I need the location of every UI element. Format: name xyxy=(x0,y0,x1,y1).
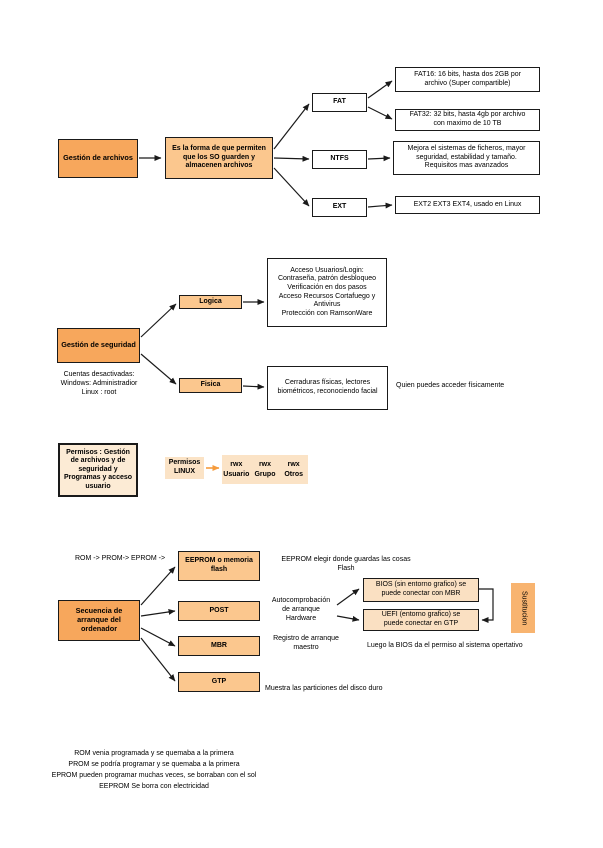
node-eeprom: EEPROM o memoria flash xyxy=(178,551,260,581)
arrow-ntfs-to-note xyxy=(367,155,391,162)
arrow-root3-to-eeprom xyxy=(140,566,176,606)
node-permisos-resumen: Permisos : Gestión de archivos y de segu… xyxy=(58,443,138,497)
note-ext: EXT2 EXT3 EXT4, usado en Linux xyxy=(395,196,540,214)
node-permisos-linux: Permisos LINUX xyxy=(165,457,204,479)
arrow-root2-to-logica xyxy=(140,303,177,338)
arrow-desc-to-fat xyxy=(273,103,310,150)
group-grupo: Grupo xyxy=(254,470,276,478)
arrow-root3-to-gtp xyxy=(140,637,176,682)
note-quien-accede: Quien puedes acceder físicamente xyxy=(396,382,505,389)
note-cuentas-desactivadas: Cuentas desactivadas: Windows: Administr… xyxy=(60,371,138,397)
node-archivos-descripcion: Es la forma de que permiten que los SO g… xyxy=(165,137,273,179)
arrow-ext-to-note xyxy=(367,202,393,209)
arrow-root3-to-mbr xyxy=(140,627,176,647)
group-otros: Otros xyxy=(284,470,303,478)
connector-bios-to-uefi xyxy=(479,588,494,623)
arrow-fat-to-fat32 xyxy=(367,106,393,120)
arrow-autocomp-to-bios xyxy=(336,588,360,606)
node-ext: EXT xyxy=(312,198,367,217)
node-ntfs: NTFS xyxy=(312,150,367,169)
node-gtp: GTP xyxy=(178,672,260,692)
note-registro-arranque: Registro de arranque maestro xyxy=(273,635,339,652)
note-tipos-rom: ROM venia programada y se quemaba a la p… xyxy=(51,750,257,790)
node-bios: BIOS (sin entorno grafico) se puede cone… xyxy=(363,578,479,602)
node-rwx-table: rwx rwx rwx Usuario Grupo Otros xyxy=(222,455,308,484)
rwx-grupo: rwx xyxy=(258,460,272,468)
arrow-fat-to-fat16 xyxy=(367,80,393,99)
arrow-desc-to-ext xyxy=(273,167,310,207)
node-post: POST xyxy=(178,601,260,621)
note-autocomprobacion: Autocomprobación de arranque Hardware xyxy=(271,597,331,623)
note-bios-permiso: Luego la BIOS da el permiso al sistema o… xyxy=(367,642,523,649)
note-rom-chain: ROM -> PROM-> EPROM -> xyxy=(75,555,166,562)
note-gtp-particiones: Muestra las particiones del disco duro xyxy=(265,685,383,692)
arrow-autocomp-to-uefi xyxy=(336,615,360,622)
node-secuencia-arranque: Secuencia de arranque del ordenador xyxy=(58,600,140,641)
arrow-fisica-to-note xyxy=(242,383,265,390)
note-fat32: FAT32: 32 bits, hasta 4gb por archivo co… xyxy=(395,109,540,131)
node-uefi: UEFI (entorno grafico) se puede conectar… xyxy=(363,609,479,631)
note-ntfs: Mejora el sistemas de ficheros, mayor se… xyxy=(393,141,540,175)
node-sustitucion: Sustitucion xyxy=(511,583,535,633)
node-fat: FAT xyxy=(312,93,367,112)
note-fat16: FAT16: 16 bits, hasta dos 2GB por archiv… xyxy=(395,67,540,92)
arrow-root3-to-post xyxy=(140,608,176,617)
node-gestion-seguridad: Gestión de seguridad xyxy=(57,328,140,363)
rwx-usuario: rwx xyxy=(230,460,243,468)
node-logica: Logica xyxy=(179,295,242,309)
rwx-otros: rwx xyxy=(287,460,300,468)
group-usuario: Usuario xyxy=(223,470,250,478)
node-gestion-archivos: Gestión de archivos xyxy=(58,139,138,178)
note-acceso-fisico: Cerraduras físicas, lectores biométricos… xyxy=(267,366,388,410)
note-acceso-logico: Acceso Usuarios/Login: Contraseña, patró… xyxy=(267,258,387,327)
node-fisica: Fisica xyxy=(179,378,242,393)
note-eeprom-flash: EEPROM elegir donde guardas las cosas Fl… xyxy=(281,556,411,573)
node-mbr: MBR xyxy=(178,636,260,656)
arrow-desc-to-ntfs xyxy=(273,155,310,162)
